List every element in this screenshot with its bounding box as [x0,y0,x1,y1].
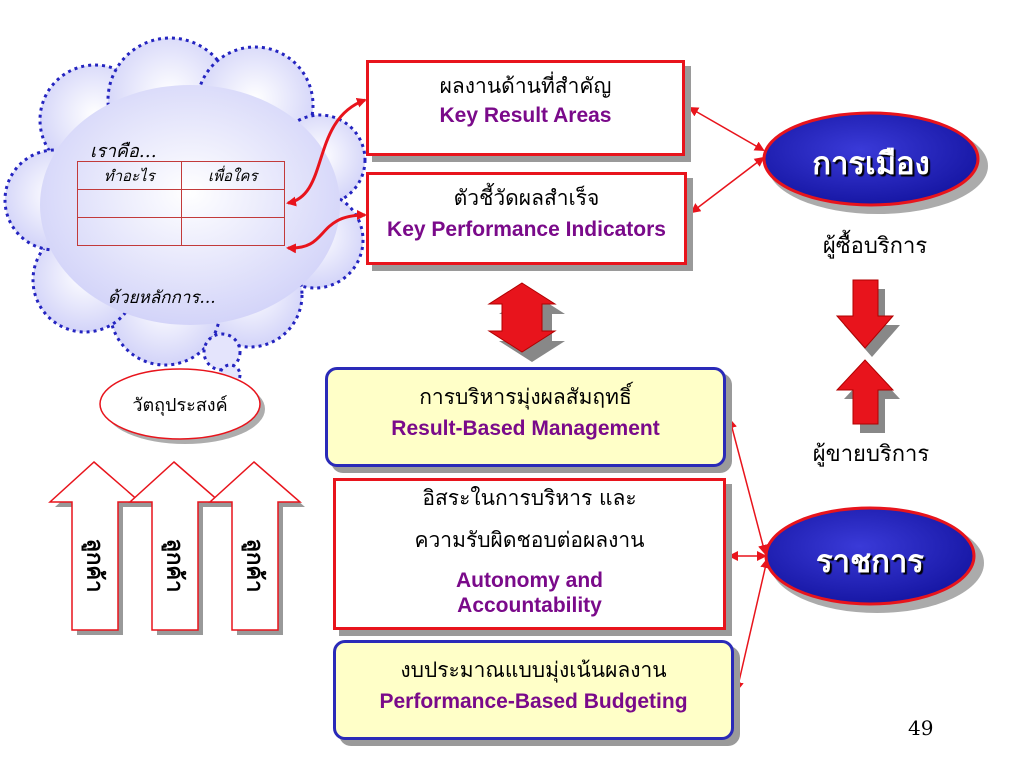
bureaucracy-caption: ผู้ขายบริการ [812,442,930,467]
kra-box: ผลงานด้านที่สำคัญ Key Result Areas [366,60,685,156]
cloud-table-cell [180,189,285,218]
kra-english: Key Result Areas [439,104,612,128]
autonomy-thai-line1: อิสระในการบริหาร และ [422,486,637,510]
cloud-table-cell [180,217,285,246]
politics-ellipse [762,111,980,207]
pbb-english: Performance-Based Budgeting [379,690,688,714]
autonomy-thai-line2: ความรับผิดชอบต่อผลงาน [414,528,645,553]
pillar-arrows [48,460,305,635]
autonomy-english-line1: Autonomy and [456,568,603,592]
cloud-table-header-what: ทำอะไร [77,161,182,190]
pbb-thai: งบประมาณแบบมุ่งเน้นผลงาน [400,658,667,682]
connector-kpi-politics [690,156,765,214]
cloud-heading: เราคือ… [90,141,157,162]
politics-label: การเมือง [812,146,930,182]
rbm-thai: การบริหารมุ่งผลสัมฤทธิ์ [419,385,632,409]
cloud-table-header-for-whom: เพื่อใคร [180,161,285,190]
autonomy-box: อิสระในการบริหาร และ ความรับผิดชอบต่อผลง… [333,478,726,630]
pbb-box: งบประมาณแบบมุ่งเน้นผลงาน Performance-Bas… [333,640,734,740]
right-up-arrow [835,359,900,433]
bureaucracy-ellipse [764,506,976,606]
kra-thai: ผลงานด้านที่สำคัญ [439,74,612,98]
connector-kra-politics [688,107,765,151]
autonomy-english-line2: Accountability [457,593,602,617]
page-number: 49 [908,716,934,740]
pillar-label-2: ลูกค้า [161,538,188,592]
cloud-table-cell [77,189,182,218]
objective-ellipse [99,368,261,440]
kpi-english: Key Performance Indicators [387,218,666,242]
connector-rbm-bureaucracy [727,418,768,555]
cloud-table-cell [77,217,182,246]
objective-label: วัตถุประสงค์ [132,395,228,416]
connector-cloud-kpi [286,210,367,254]
politics-caption: ผู้ซื้อบริการ [822,234,928,259]
bureaucracy-label: ราชการ [816,544,924,580]
center-double-arrow [487,282,565,362]
cloud-table: ทำอะไร เพื่อใคร [77,161,285,246]
pillar-label-1: ลูกค้า [81,538,108,592]
kpi-thai: ตัวชี้วัดผลสำเร็จ [453,186,600,210]
pillar-label-3: ลูกค้า [241,538,268,592]
cloud-footer: ด้วยหลักการ... [108,288,216,308]
connector-pbb-bureaucracy [733,558,771,692]
right-down-arrow [835,279,900,357]
kpi-box: ตัวชี้วัดผลสำเร็จ Key Performance Indica… [366,172,687,265]
connector-cloud-kra [286,98,367,207]
rbm-box: การบริหารมุ่งผลสัมฤทธิ์ Result-Based Man… [325,367,726,467]
rbm-english: Result-Based Management [391,417,660,441]
